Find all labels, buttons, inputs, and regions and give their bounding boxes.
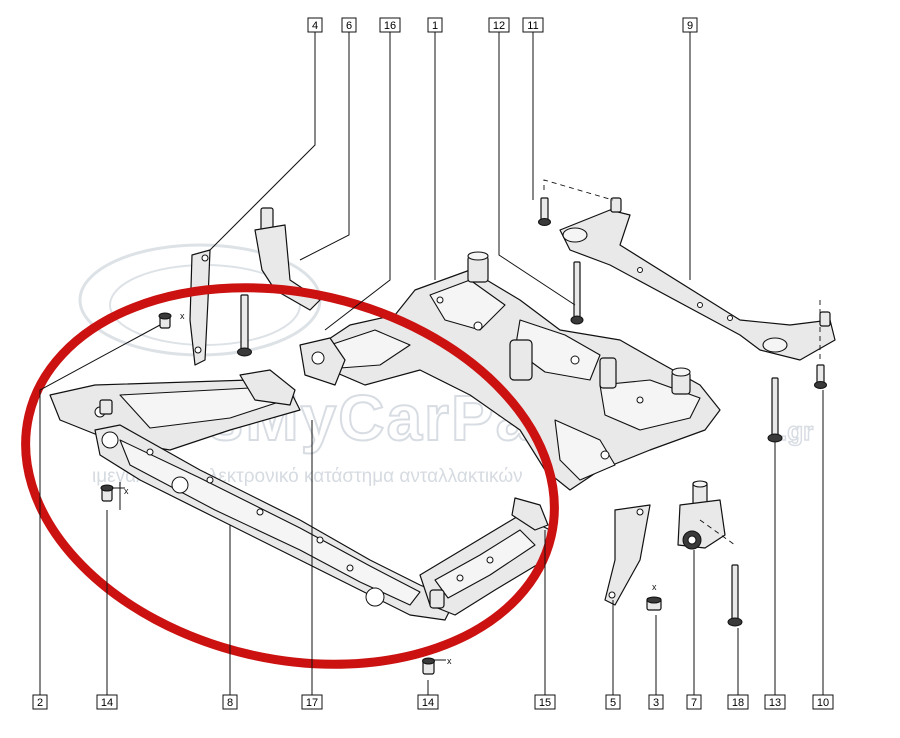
engine-mount-7	[677, 480, 736, 550]
watermark-domain: .gr	[780, 416, 813, 446]
callout-2: 2	[32, 694, 48, 710]
callout-1-label: 1	[432, 20, 438, 32]
bolt-11	[538, 179, 614, 226]
bolt-12	[570, 261, 584, 325]
bracket-15	[511, 497, 549, 531]
callout-5: 5	[605, 694, 621, 710]
callout-18-label: 18	[732, 697, 744, 709]
callout-8: 8	[222, 694, 238, 710]
bracket-6	[254, 207, 321, 311]
bolt-14-left: x	[100, 482, 129, 510]
callout-6: 6	[341, 17, 357, 33]
callout-4: 4	[307, 17, 323, 33]
callout-6-label: 6	[346, 20, 352, 32]
callout-10-label: 10	[817, 697, 829, 709]
callout-9-label: 9	[687, 20, 693, 32]
callout-8-label: 8	[227, 697, 233, 709]
bracket-4	[189, 249, 211, 366]
axis-mark-3: x	[652, 582, 657, 592]
callout-17: 16	[379, 17, 401, 33]
callout-4-label: 4	[312, 20, 318, 32]
highlight-ellipse	[21, 283, 559, 669]
callout-7: 7	[686, 694, 702, 710]
callout-3-label: 3	[653, 697, 659, 709]
callout-13-label: 13	[769, 697, 781, 709]
callout-14-right: 14	[417, 694, 439, 710]
leader-lines	[39, 32, 824, 695]
callout-1: 1	[427, 17, 443, 33]
callout-11: 11	[522, 17, 544, 33]
front-crossmember	[49, 369, 551, 621]
callout-18: 18	[727, 694, 749, 710]
callout-5-label: 5	[610, 697, 616, 709]
callout-12-label: 12	[493, 20, 505, 32]
axis-mark-14a: x	[124, 486, 129, 496]
callout-2-label: 2	[37, 697, 43, 709]
bolt-3	[646, 596, 662, 611]
callout-17-label: 16	[384, 20, 396, 32]
bolt-17	[237, 294, 252, 357]
callout-14a-label: 14	[101, 697, 113, 709]
callout-13: 13	[764, 694, 786, 710]
callout-15: 15	[534, 694, 556, 710]
bolt-18	[727, 564, 743, 627]
callout-15-label: 15	[539, 697, 551, 709]
callout-14-left: 14	[96, 694, 118, 710]
callout-16-label: 17	[306, 697, 318, 709]
callout-11-label: 11	[527, 20, 538, 32]
callout-7-label: 7	[691, 697, 697, 709]
callout-14b-label: 14	[422, 697, 434, 709]
bolt-upper-left: x	[158, 311, 185, 329]
subframe-rear	[299, 251, 721, 491]
callout-9: 9	[682, 17, 698, 33]
axis-mark-14b: x	[447, 656, 452, 666]
callout-16: 17	[301, 694, 323, 710]
bolt-10	[814, 300, 827, 389]
axis-mark-upper: x	[180, 311, 185, 321]
bracket-5	[604, 504, 651, 606]
callout-10: 10	[812, 694, 834, 710]
bolt-14-right: x	[422, 656, 452, 675]
reinforcement-bar	[559, 197, 836, 361]
callout-12: 12	[488, 17, 510, 33]
callout-3: 3	[648, 694, 664, 710]
callouts: 4 6 16 1 12 11 9 2	[32, 17, 834, 710]
